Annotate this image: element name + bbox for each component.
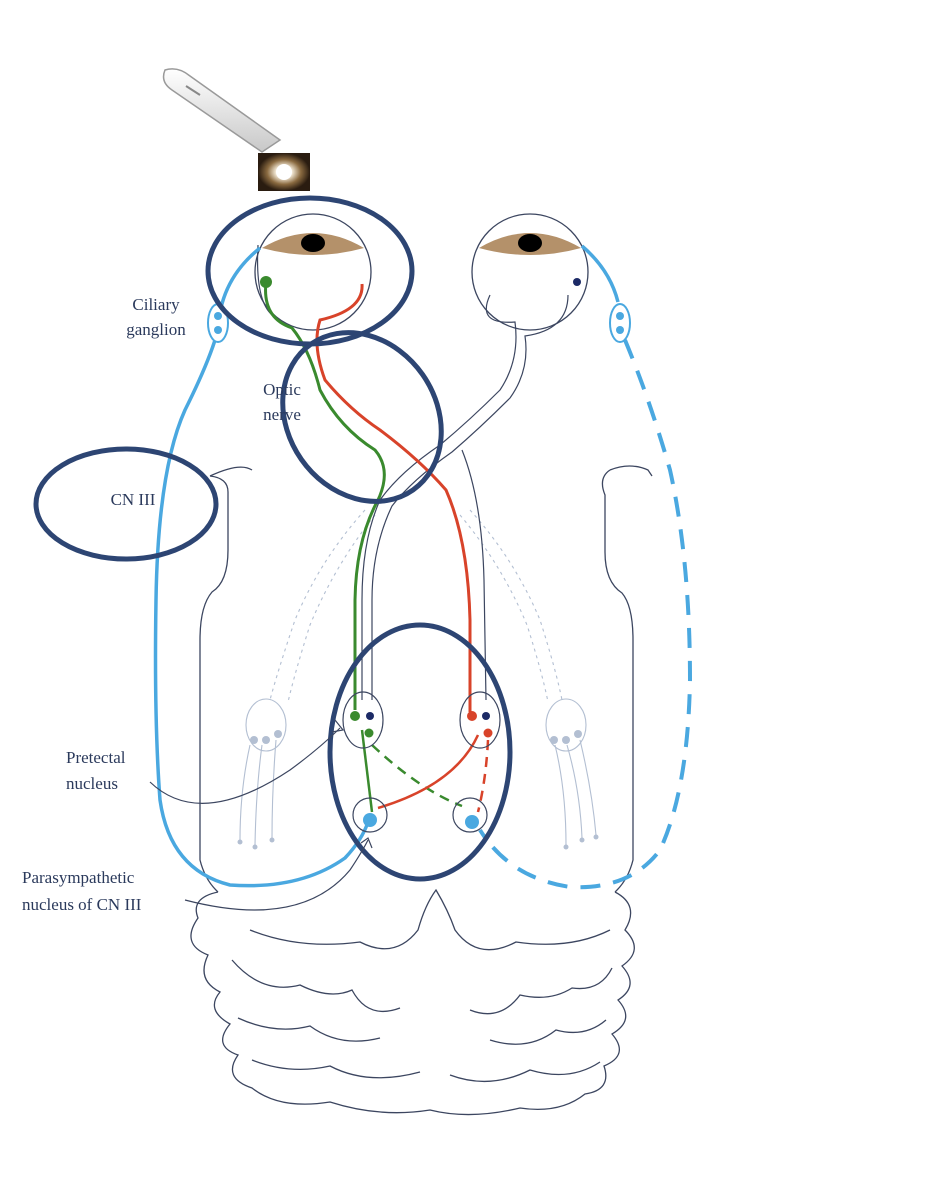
left-lateral-nucleus — [245, 698, 287, 752]
right-ciliary-ganglion — [609, 303, 631, 343]
ciliary-ganglion-line2: ganglion — [126, 320, 186, 339]
right-lateral-nucleus — [545, 698, 587, 752]
blue-pathway-left — [153, 246, 370, 888]
right-pupil — [518, 234, 542, 252]
optic-nerve-line1: Optic — [263, 380, 301, 399]
left-pretectal-nucleus — [342, 691, 384, 749]
right-optic-nerve — [361, 294, 569, 701]
label-cn3: CN III — [111, 490, 156, 509]
optic-nerve-line2: nerve — [263, 405, 301, 424]
highlight-rings — [33, 195, 513, 882]
lateral-structures — [237, 509, 599, 850]
penlight-icon — [162, 68, 282, 153]
highlight-cn3 — [33, 446, 219, 562]
blue-pathway-right — [478, 244, 693, 890]
right-parasympathetic-nucleus — [452, 797, 488, 833]
pretectal-line1: Pretectal — [66, 748, 126, 767]
left-parasympathetic-nucleus — [352, 797, 388, 833]
light-glow-icon — [258, 153, 310, 191]
label-optic-nerve: Optic nerve — [263, 380, 301, 424]
highlight-optic-nerve — [280, 330, 444, 504]
right-pretectal-nucleus — [459, 691, 501, 749]
label-parasympathetic-nucleus: Parasympathetic nucleus of CN III — [22, 868, 142, 914]
label-ciliary-ganglion: Ciliary ganglion — [126, 295, 186, 339]
left-pupil — [301, 234, 325, 252]
green-pathway — [260, 276, 463, 813]
highlight-nuclei — [327, 622, 513, 882]
right-eye — [471, 213, 589, 331]
label-pointers — [149, 719, 373, 911]
pretectal-line2: nucleus — [66, 774, 118, 793]
parasympathetic-line1: Parasympathetic — [22, 868, 135, 887]
parasympathetic-line2: nucleus of CN III — [22, 895, 142, 914]
ciliary-ganglion-line1: Ciliary — [132, 295, 180, 314]
label-pretectal-nucleus: Pretectal nucleus — [66, 748, 126, 793]
left-eye — [254, 213, 372, 331]
brainstem-outline — [190, 465, 653, 1116]
